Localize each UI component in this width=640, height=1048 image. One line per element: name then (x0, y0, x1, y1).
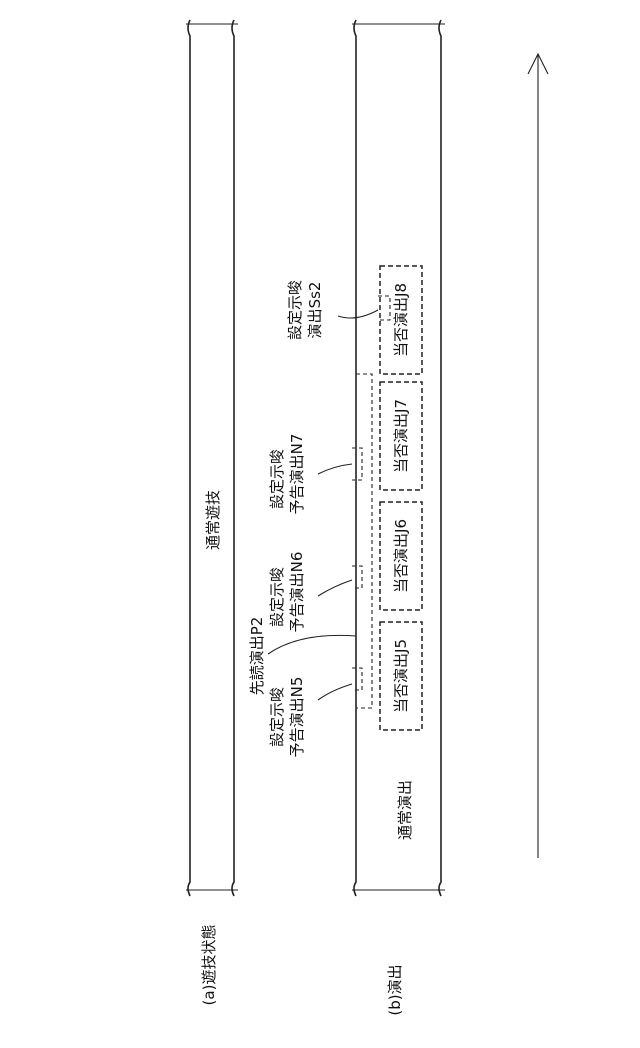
leader-ss2 (338, 310, 378, 318)
judgment-label-j5: 当否演出J5 (392, 639, 410, 713)
row-label-b: (b)演出 (386, 964, 404, 1015)
judgment-label-j8: 当否演出J8 (392, 283, 410, 357)
annot-n5-line2: 予告演出N5 (288, 677, 306, 758)
marker-n6 (352, 566, 362, 588)
marker-n5 (352, 668, 362, 690)
annot-ss2-line1: 設定示唆 (286, 280, 304, 340)
annot-n7-line2: 予告演出N7 (288, 434, 306, 515)
judgment-box-j6: 当否演出J6 (380, 502, 422, 610)
annot-n5-line1: 設定示唆 (268, 687, 286, 747)
judgment-label-j7: 当否演出J7 (392, 399, 410, 473)
leader-n6 (318, 580, 352, 596)
annot-ss2-line2: 演出Ss2 (306, 282, 324, 339)
judgment-label-j6: 当否演出J6 (392, 519, 410, 593)
judgment-box-j7: 当否演出J7 (380, 382, 422, 490)
judgment-box-j5: 当否演出J5 (380, 622, 422, 730)
normal-effect-label: 通常演出 (396, 780, 414, 840)
gaming-state-bar (186, 20, 238, 896)
annot-n7-line1: 設定示唆 (268, 449, 286, 509)
leader-p2 (268, 635, 356, 654)
marker-n7 (352, 448, 362, 480)
gaming-state-label: 通常遊技 (204, 490, 222, 550)
time-arrow (528, 54, 548, 858)
leader-n5 (318, 684, 352, 700)
annot-n6-line1: 設定示唆 (268, 567, 286, 627)
leader-n7 (318, 464, 352, 474)
preread-bracket-p2 (356, 374, 372, 708)
annot-n6-line2: 予告演出N6 (288, 552, 306, 633)
judgment-box-j8: 当否演出J8 (380, 266, 422, 374)
row-label-a: (a)遊技状態 (200, 925, 218, 1006)
annot-p2: 先読演出P2 (248, 617, 266, 696)
